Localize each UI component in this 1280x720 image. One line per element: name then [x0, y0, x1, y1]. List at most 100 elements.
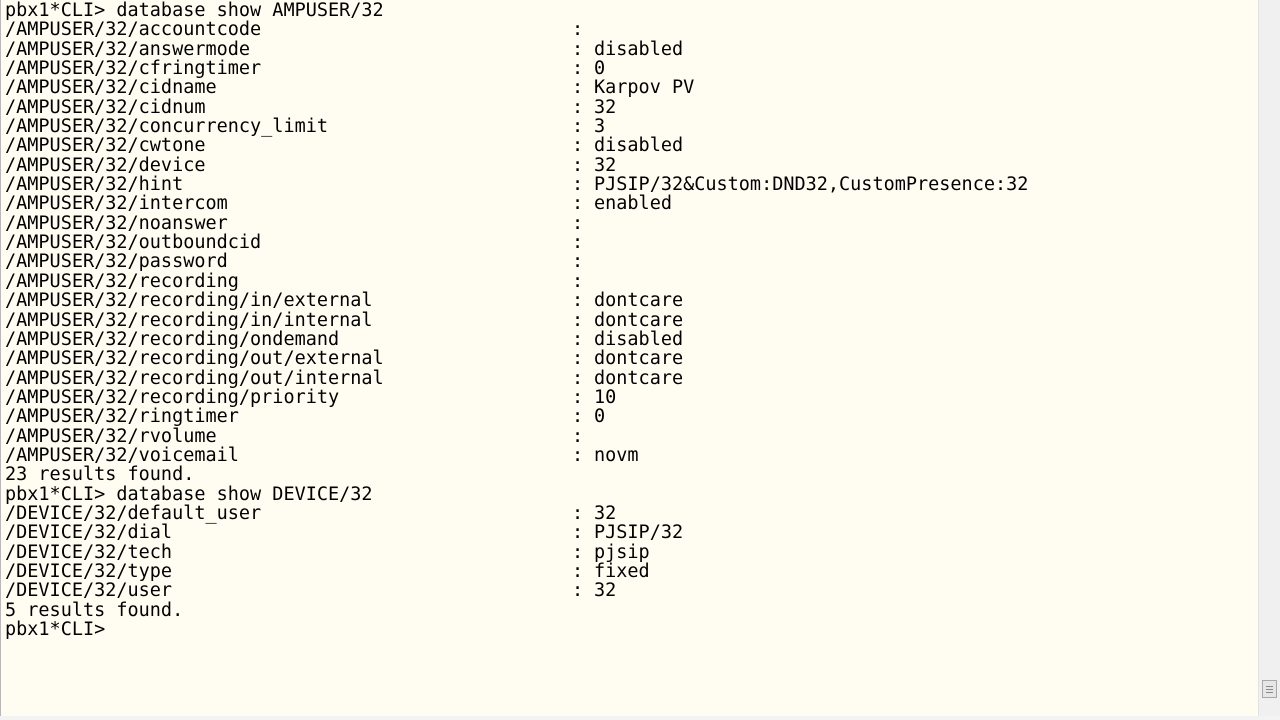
db-separator: : — [572, 309, 584, 331]
db-entry-line: /AMPUSER/32/cwtone: disabled — [5, 135, 1028, 157]
db-separator: : — [572, 406, 584, 428]
db-entry-line: /AMPUSER/32/recording/priority:10 — [5, 386, 1028, 408]
db-entry-line: /AMPUSER/32/cidname:Karpov PV — [5, 77, 1028, 99]
db-entry-line: /AMPUSER/32/voicemail: novm — [5, 444, 1028, 466]
scrollbar-thumb[interactable] — [1262, 680, 1277, 698]
db-entry-line: /AMPUSER/32/intercom: enabled — [5, 193, 1028, 215]
db-separator: : — [572, 425, 584, 447]
db-key: /AMPUSER/32/intercom — [5, 193, 228, 215]
db-value: dontcare — [594, 290, 684, 312]
db-value: 32 — [594, 502, 617, 524]
db-separator: : — [572, 135, 584, 157]
scrollbar-track[interactable] — [1259, 0, 1280, 680]
db-value: novm — [594, 444, 639, 466]
db-entry-line: /AMPUSER/32/hint: PJSIP/32&Custom:DND32,C… — [5, 174, 1029, 196]
db-entry-line: /AMPUSER/32/recording: — [5, 270, 1028, 292]
db-key: /DEVICE/32/dial — [5, 522, 173, 544]
db-key: /AMPUSER/32/answermode — [5, 38, 251, 60]
db-separator: : — [572, 367, 584, 389]
db-value: 10 — [594, 386, 617, 408]
db-separator: : — [572, 444, 584, 466]
db-entry-line: /DEVICE/32/tech: pjsip — [5, 541, 1028, 563]
db-entry-line: /AMPUSER/32/recording/out/external:dontc… — [5, 348, 1028, 370]
db-entry-line: /AMPUSER/32/recording/ondemand:disabled — [5, 328, 1028, 350]
db-separator: : — [572, 580, 584, 602]
db-entry-line: /AMPUSER/32/recording/in/external: dontca… — [5, 290, 1028, 312]
db-key: /DEVICE/32/default_user — [5, 502, 262, 524]
window-bottom-edge — [0, 716, 1280, 720]
db-key: /AMPUSER/32/cwtone — [5, 135, 206, 157]
db-key: /AMPUSER/32/rvolume — [5, 425, 217, 447]
db-entry-line: /DEVICE/32/user:32 — [5, 580, 1028, 602]
db-key: /DEVICE/32/user — [5, 580, 173, 602]
db-value: 32 — [594, 96, 617, 118]
db-value: pjsip — [594, 541, 650, 563]
db-key: /DEVICE/32/tech — [5, 541, 173, 563]
db-key: /AMPUSER/32/recording/ondemand — [5, 328, 340, 350]
db-key: /AMPUSER/32/recording — [5, 270, 239, 292]
command-line: pbx1*CLI> database show AMPUSER/32 — [5, 0, 384, 21]
db-separator: : — [572, 502, 584, 524]
db-separator: : — [572, 116, 584, 138]
db-value: disabled — [594, 38, 684, 60]
db-value: enabled — [594, 193, 672, 215]
db-key: /AMPUSER/32/recording/in/internal — [5, 309, 373, 331]
results-summary: 5 results found. — [5, 599, 184, 621]
db-key: /AMPUSER/32/recording/out/external — [5, 348, 384, 370]
prompt-text: pbx1*CLI> — [5, 619, 117, 640]
db-separator: : — [572, 174, 584, 196]
terminal-output[interactable]: pbx1*CLI> database show AMPUSER/32/AMPUS… — [5, 0, 1029, 640]
db-separator: : — [572, 386, 584, 408]
db-separator: : — [572, 541, 584, 563]
db-entry-line: /AMPUSER/32/cfringtimer:0 — [5, 58, 1028, 80]
db-separator: : — [572, 193, 584, 215]
results-summary: 23 results found. — [5, 464, 195, 486]
scroll-thumb-grip-icon — [1266, 686, 1273, 687]
db-entry-line: /DEVICE/32/default_user:32 — [5, 502, 1028, 524]
db-value: 0 — [594, 406, 606, 428]
db-entry-line: /AMPUSER/32/rvolume: — [5, 425, 1028, 447]
command-line: pbx1*CLI> database show DEVICE/32 — [5, 483, 373, 505]
db-value: PJSIP/32&Custom:DND32,CustomPresence:32 — [594, 174, 1029, 196]
db-value: fixed — [594, 560, 650, 582]
db-key: /AMPUSER/32/cidname — [5, 77, 217, 99]
db-key: /AMPUSER/32/cfringtimer — [5, 58, 262, 80]
db-separator: : — [572, 212, 584, 234]
db-value: disabled — [594, 328, 684, 350]
db-value: disabled — [594, 135, 684, 157]
db-separator: : — [572, 154, 584, 176]
cli-prompt[interactable]: pbx1*CLI> — [5, 620, 1028, 639]
db-key: /AMPUSER/32/device — [5, 154, 206, 176]
db-key: /AMPUSER/32/recording/in/external — [5, 290, 373, 312]
db-entry-line: /AMPUSER/32/recording/in/internal:dontca… — [5, 309, 1028, 331]
db-key: /AMPUSER/32/recording/priority — [5, 386, 340, 408]
db-value: dontcare — [594, 348, 684, 370]
db-entry-line: /AMPUSER/32/recording/out/internal:dontc… — [5, 367, 1028, 389]
db-entry-line: /DEVICE/32/type:fixed — [5, 560, 1028, 582]
db-key: /AMPUSER/32/voicemail — [5, 444, 239, 466]
db-entry-line: /AMPUSER/32/answermode: disabled — [5, 38, 1028, 60]
db-key: /AMPUSER/32/hint — [5, 174, 184, 196]
scroll-thumb-grip-icon — [1266, 692, 1273, 693]
db-entry-line: /AMPUSER/32/password: — [5, 251, 1028, 273]
db-separator: : — [572, 19, 584, 41]
db-entry-line: /AMPUSER/32/device:32 — [5, 154, 1028, 176]
db-entry-line: /AMPUSER/32/noanswer: — [5, 212, 1028, 234]
db-value: 32 — [594, 580, 617, 602]
db-entry-line: /DEVICE/32/dial:PJSIP/32 — [5, 522, 1028, 544]
db-separator: : — [572, 38, 584, 60]
db-key: /AMPUSER/32/concurrency_limit — [5, 116, 329, 138]
db-entry-line: /AMPUSER/32/cidnum:32 — [5, 96, 1028, 118]
db-value: 0 — [594, 58, 606, 80]
db-entry-line: /AMPUSER/32/ringtimer:0 — [5, 406, 1028, 428]
db-separator: : — [572, 270, 584, 292]
db-separator: : — [572, 290, 584, 312]
db-value: 3 — [594, 116, 606, 138]
db-separator: : — [572, 58, 584, 80]
db-key: /DEVICE/32/type — [5, 560, 173, 582]
db-separator: : — [572, 251, 584, 273]
db-value: 32 — [594, 154, 617, 176]
db-entry-line: /AMPUSER/32/accountcode: — [5, 19, 1028, 41]
vertical-scrollbar[interactable] — [1258, 0, 1280, 720]
